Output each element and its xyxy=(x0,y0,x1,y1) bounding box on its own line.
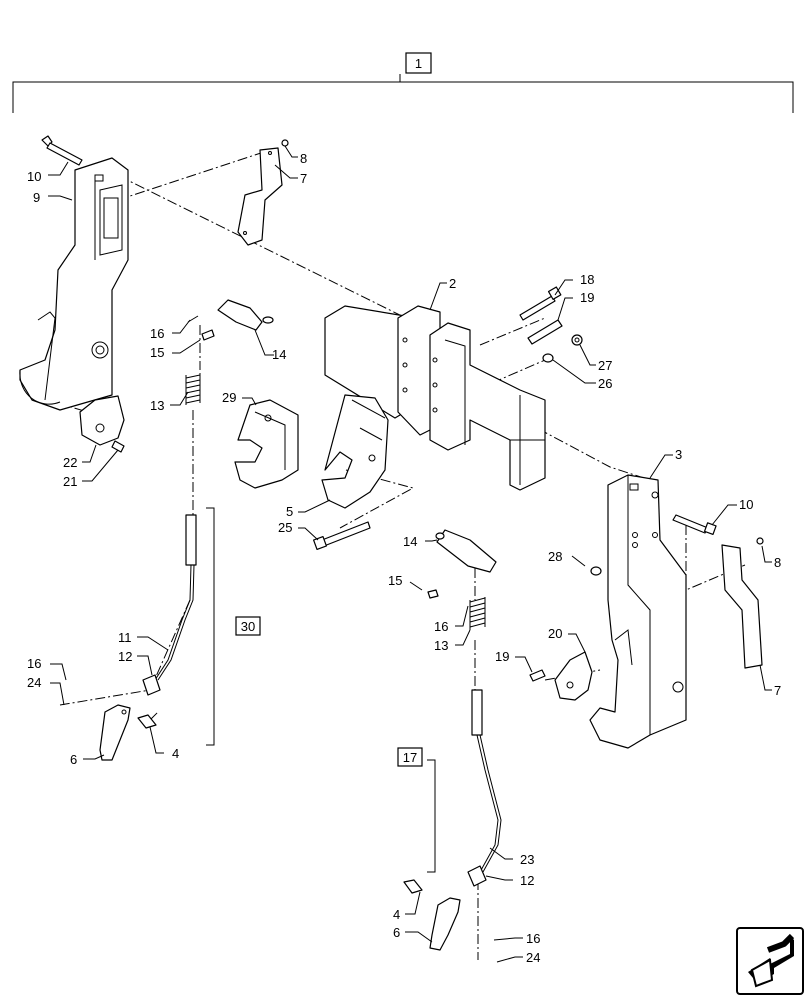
callout-labels: 10 9 8 7 2 18 19 27 26 16 15 14 13 29 22… xyxy=(27,151,781,965)
callout-16-right: 16 xyxy=(526,931,540,946)
callout-7-lower: 7 xyxy=(774,683,781,698)
callout-13-lower: 13 xyxy=(434,638,448,653)
callout-21: 21 xyxy=(63,474,77,489)
callout-8-lower: 8 xyxy=(774,555,781,570)
callout-16-left: 16 xyxy=(27,656,41,671)
bolt-right xyxy=(672,514,717,536)
latch-left xyxy=(99,704,157,761)
callout-15-lower: 15 xyxy=(388,573,402,588)
hook-plate-right xyxy=(529,651,593,701)
plate-upper xyxy=(237,139,289,246)
callout-12-right: 12 xyxy=(520,873,534,888)
assembly-callout: 1 xyxy=(415,56,422,71)
main-cross-beam xyxy=(324,305,546,491)
next-page-arrow-icon[interactable] xyxy=(736,927,804,995)
plate-lower-right xyxy=(721,537,764,669)
spring-upper xyxy=(185,373,201,405)
svg-text:17: 17 xyxy=(403,750,417,765)
lever-lower xyxy=(427,529,497,599)
left-side-bracket xyxy=(19,157,129,411)
callout-5: 5 xyxy=(286,504,293,519)
svg-text:30: 30 xyxy=(241,619,255,634)
callout-8-upper: 8 xyxy=(300,151,307,166)
callout-4-left: 4 xyxy=(172,746,179,761)
callout-14-upper: 14 xyxy=(272,347,286,362)
hook-plate-left xyxy=(79,395,125,453)
callout-10-left: 10 xyxy=(27,169,41,184)
hook-5 xyxy=(321,394,389,509)
callout-9: 9 xyxy=(33,190,40,205)
hook-29 xyxy=(234,399,299,489)
callout-7-upper: 7 xyxy=(300,171,307,186)
callout-2: 2 xyxy=(449,276,456,291)
callout-12-left: 12 xyxy=(118,649,132,664)
callout-10-right: 10 xyxy=(739,497,753,512)
callout-25: 25 xyxy=(278,520,292,535)
callout-16-lower: 16 xyxy=(434,619,448,634)
callout-6-left: 6 xyxy=(70,752,77,767)
callout-18: 18 xyxy=(580,272,594,287)
bolt-25 xyxy=(312,521,371,551)
callout-14-lower: 14 xyxy=(403,534,417,549)
callout-16-upper: 16 xyxy=(150,326,164,341)
callout-20: 20 xyxy=(548,626,562,641)
callout-leaders xyxy=(48,145,772,963)
callout-28: 28 xyxy=(548,549,562,564)
bolts-right-upper xyxy=(519,286,583,363)
callout-4-right: 4 xyxy=(393,907,400,922)
right-side-bracket xyxy=(589,474,687,749)
callout-19-lower: 19 xyxy=(495,649,509,664)
callout-15-upper: 15 xyxy=(150,345,164,360)
spring-lower xyxy=(469,597,486,630)
assembly-bracket: 1 xyxy=(12,52,794,113)
latch-right xyxy=(403,879,461,951)
bolt-left xyxy=(41,135,83,166)
callout-23: 23 xyxy=(520,852,534,867)
callout-24-right: 24 xyxy=(526,950,540,965)
reference-box-30: 30 xyxy=(235,616,261,636)
plug-28 xyxy=(590,566,602,576)
callout-24-left: 24 xyxy=(27,675,41,690)
rod-assembly-left xyxy=(142,507,215,746)
callout-22: 22 xyxy=(63,455,77,470)
callout-27: 27 xyxy=(598,358,612,373)
lever-upper xyxy=(187,299,274,341)
callout-11: 11 xyxy=(118,630,132,645)
callout-6-right: 6 xyxy=(393,925,400,940)
rod-assembly-right xyxy=(427,689,502,887)
callout-19-upper: 19 xyxy=(580,290,594,305)
reference-box-17: 17 xyxy=(397,747,423,767)
callout-26: 26 xyxy=(598,376,612,391)
callout-3: 3 xyxy=(675,447,682,462)
callout-13-upper: 13 xyxy=(150,398,164,413)
callout-29: 29 xyxy=(222,390,236,405)
